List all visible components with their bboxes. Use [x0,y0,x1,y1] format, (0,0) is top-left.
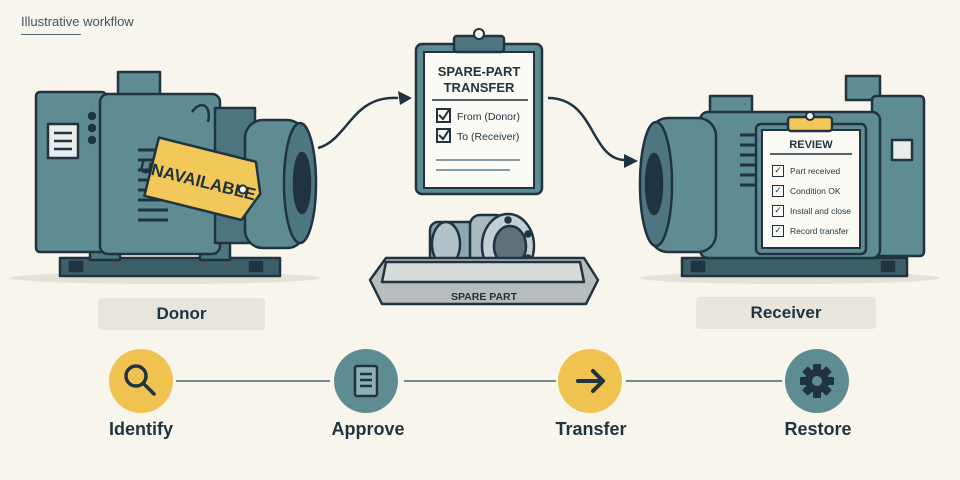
review-item: ✓ Condition OK [772,181,858,201]
transfer-form-item-to: To (Receiver) [457,131,519,143]
review-item-label: Part received [790,166,841,176]
step-identify-label: Identify [108,419,173,439]
review-checklist: ✓ Part received ✓ Condition OK ✓ Install… [772,161,858,241]
step-approve-label: Approve [331,419,405,439]
checkbox-checked-icon: ✓ [772,185,784,197]
spare-part-tray: SPARE PART [368,212,600,306]
transfer-form-title-1: SPARE-PART [438,64,521,79]
arrow-donor-to-form [317,96,399,150]
checkbox-checked-icon: ✓ [772,165,784,177]
gear-icon [800,364,834,398]
review-item: ✓ Record transfer [772,221,858,241]
arrow-right-icon [576,369,605,393]
receiver-label: Receiver [696,297,876,329]
donor-machine [34,70,318,278]
magnifier-icon [124,364,156,396]
unavailable-tag: UNAVAILABLE [137,103,262,222]
spare-part-label: SPARE PART [451,291,518,303]
transfer-clipboard: SPARE-PART TRANSFER From (Donor) To (Rec… [414,28,544,196]
step-transfer-label: Transfer [555,419,627,439]
step-restore-label: Restore [784,419,852,439]
review-form-title: REVIEW [789,139,833,151]
arrow-donor-to-form-head [398,91,412,105]
arrow-form-to-receiver [547,96,625,162]
transfer-form-item-from: From (Donor) [457,111,520,123]
caption-underline [21,34,81,35]
arrow-form-to-receiver-head [624,154,638,168]
review-item-label: Record transfer [790,226,849,236]
checkbox-checked-icon: ✓ [772,205,784,217]
document-icon [353,364,379,398]
review-item-label: Install and close [790,206,851,216]
donor-label: Donor [98,298,265,330]
checkbox-checked-icon: ✓ [772,225,784,237]
review-item: ✓ Part received [772,161,858,181]
review-item-label: Condition OK [790,186,841,196]
transfer-form-title-2: TRANSFER [444,80,515,95]
step-identify-circle [109,349,173,413]
workflow-caption: Illustrative workflow [21,14,134,29]
review-item: ✓ Install and close [772,201,858,221]
